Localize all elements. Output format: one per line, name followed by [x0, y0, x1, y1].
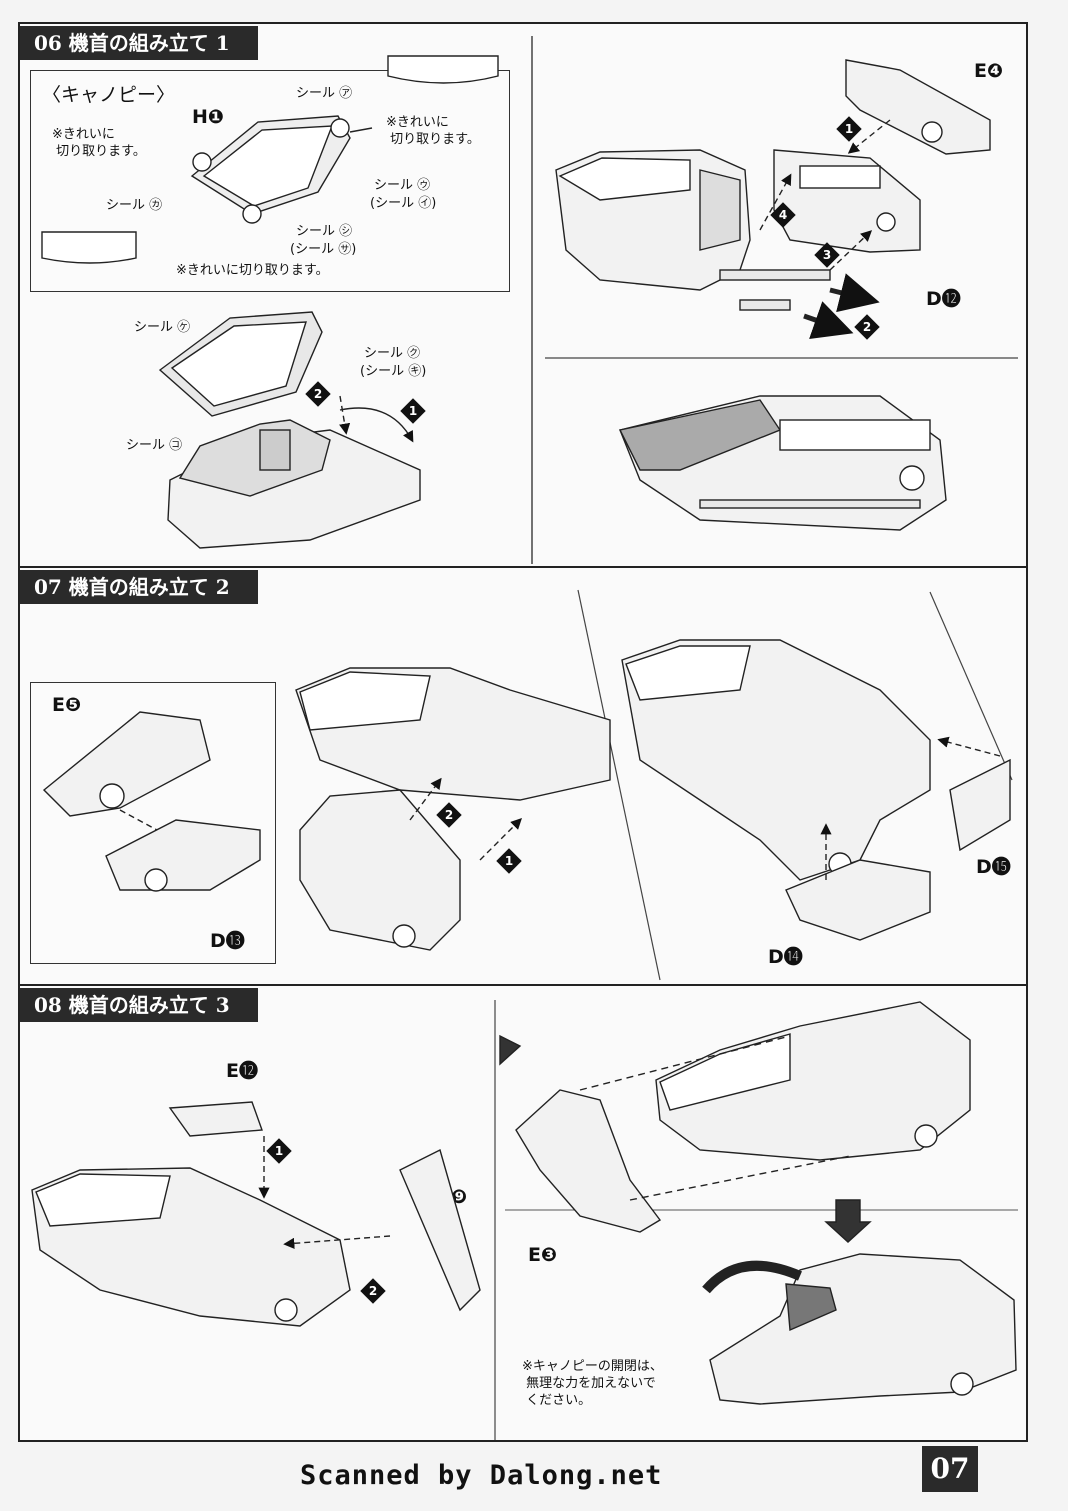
section-06-title: 06 機首の組み立て 1: [20, 26, 258, 60]
svg-text:3: 3: [823, 248, 831, 262]
section-08-title: 08 機首の組み立て 3: [20, 988, 258, 1022]
seal-ke-label: シール ㋘: [134, 320, 191, 335]
note-clean-cut-left: ※きれいに 切り取ります。: [52, 127, 146, 159]
part-e3-label: E❸: [528, 1244, 558, 1266]
page-number: 07: [922, 1446, 978, 1492]
svg-text:1: 1: [275, 1144, 283, 1158]
svg-text:1: 1: [845, 122, 853, 136]
svg-text:1: 1: [505, 854, 513, 868]
section-divider: [18, 566, 1028, 568]
seal-a-label: シール ㋐: [296, 86, 353, 101]
section-divider: [18, 984, 1028, 986]
svg-text:2: 2: [863, 320, 871, 334]
note-clean-cut-bottom: ※きれいに切り取ります。: [176, 263, 329, 278]
section-07-title: 07 機首の組み立て 2: [20, 570, 258, 604]
scanner-credit: Scanned by Dalong.net: [300, 1460, 663, 1491]
svg-text:1: 1: [409, 404, 417, 418]
note-clean-cut-right: ※きれいに 切り取ります。: [386, 115, 480, 147]
seal-ka-label: シール ㋕: [106, 198, 163, 213]
part-d12-label: D⓬: [926, 288, 961, 310]
svg-text:2: 2: [445, 808, 453, 822]
seal-ku-label: シール ㋗: [364, 346, 421, 361]
part-d13-label: D⓭: [210, 930, 245, 952]
svg-text:2: 2: [369, 1284, 377, 1298]
part-e4-label: E❹: [974, 60, 1004, 82]
seal-i-label: (シール ㋑): [370, 196, 437, 211]
part-d14-label: D⓮: [768, 946, 803, 968]
canopy-title: 〈キャノピー〉: [42, 84, 176, 106]
note-canopy-open: ※キャノピーの開閉は、 無理な力を加えないで ください。: [522, 1359, 663, 1408]
seal-ko-label: シール ㋙: [126, 438, 183, 453]
seal-sa-label: (シール ㋚): [290, 242, 357, 257]
part-e12-label: E⓬: [226, 1060, 258, 1082]
svg-text:2: 2: [314, 387, 322, 401]
part-d15-label: D⓯: [976, 856, 1011, 878]
seal-shi-label: シール ㋛: [296, 224, 353, 239]
svg-text:4: 4: [779, 208, 787, 222]
part-h1-label: H❶: [192, 106, 224, 128]
part-e5-label: E❺: [52, 694, 82, 716]
seal-ki-label: (シール ㋖): [360, 364, 427, 379]
seal-u-label: シール ㋒: [374, 178, 431, 193]
